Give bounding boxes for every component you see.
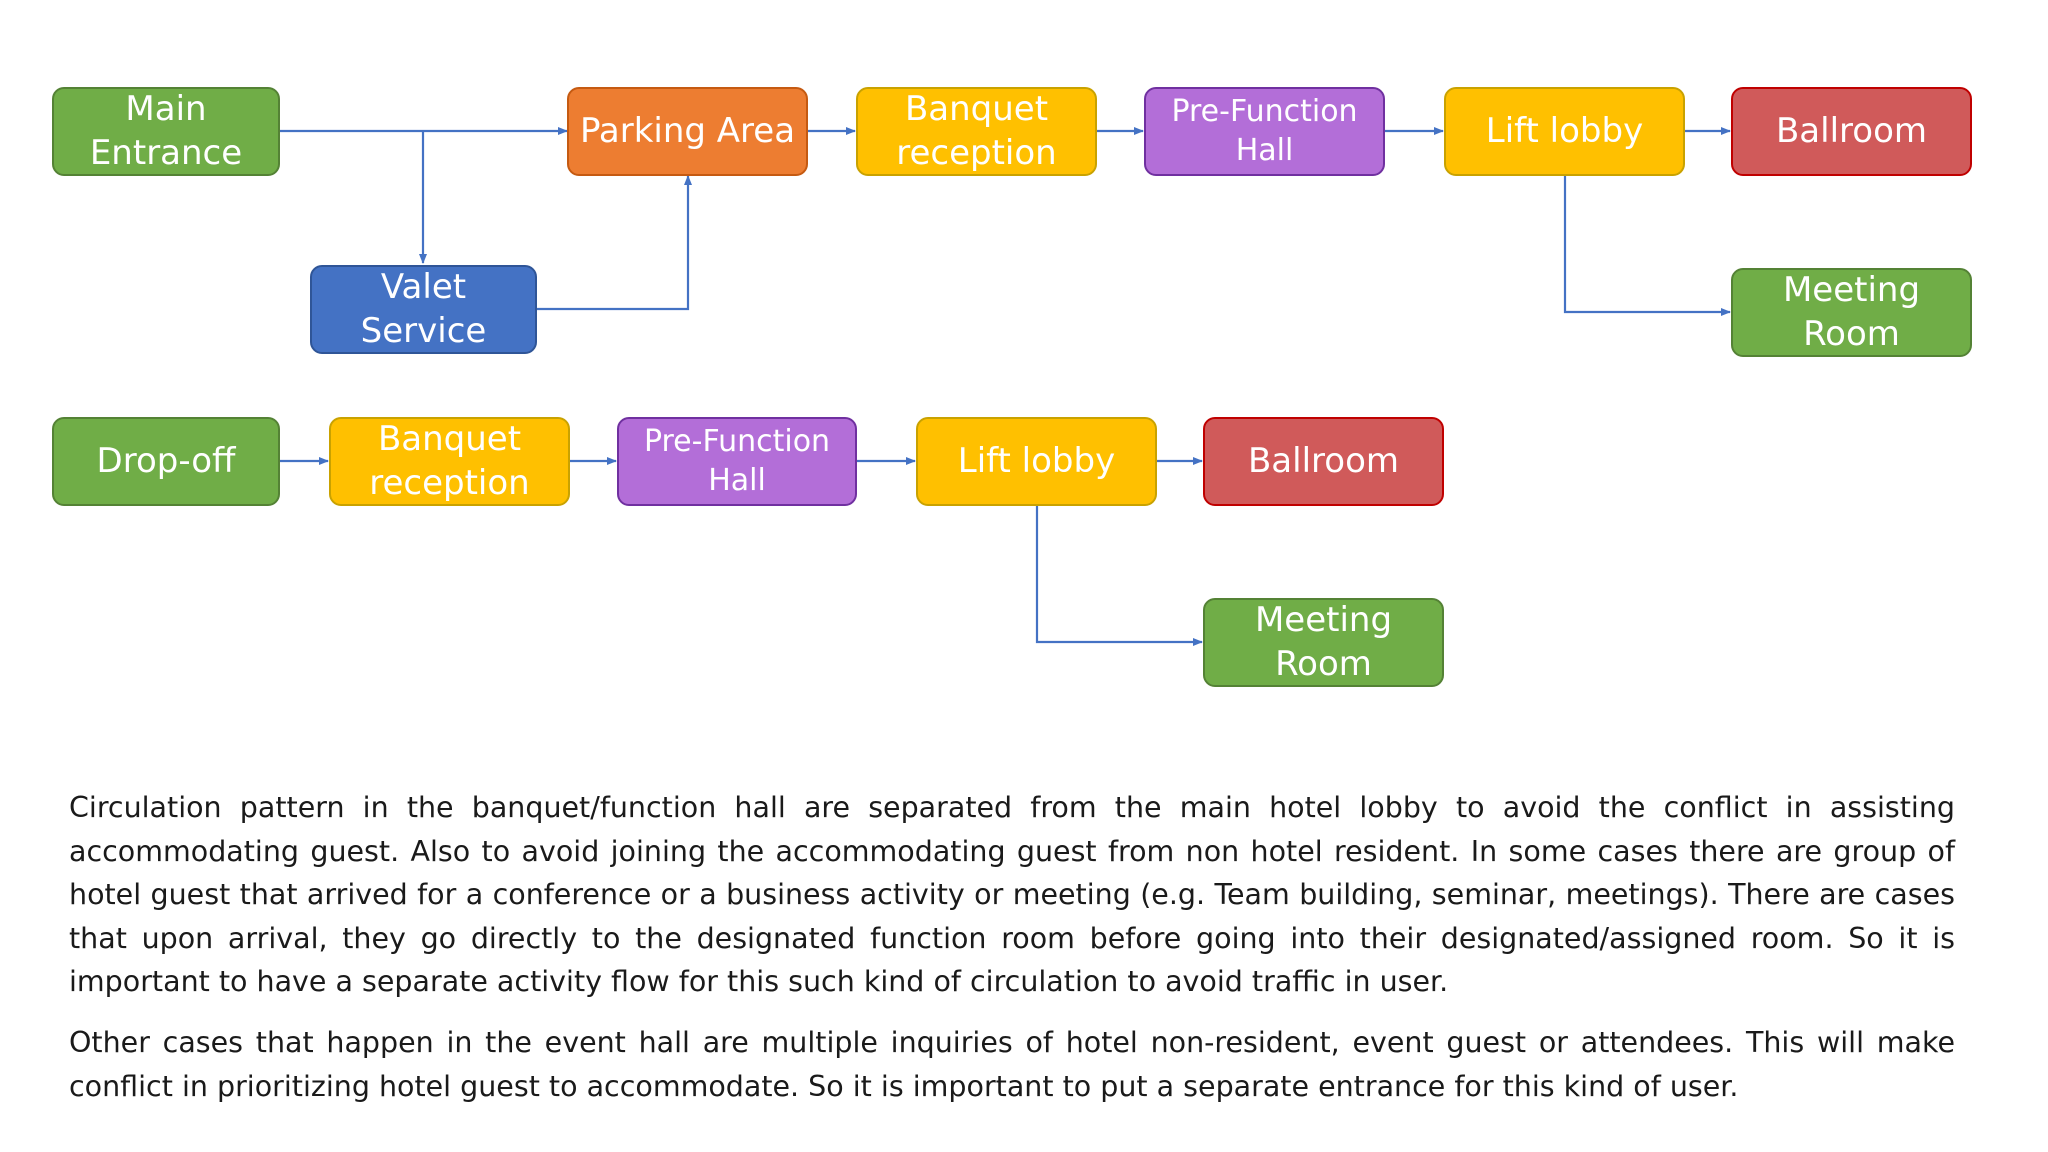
connector-valet-service-to-parking-area	[537, 175, 692, 311]
paragraph-circulation: Circulation pattern in the banquet/funct…	[69, 791, 1955, 999]
node-label: Drop-off	[96, 440, 236, 481]
node-ballroom-2: Ballroom	[1203, 417, 1444, 506]
paragraph-other-cases: Other cases that happen in the event hal…	[69, 1025, 1955, 1103]
node-ballroom: Ballroom	[1731, 87, 1972, 176]
node-label: Pre-Function Hall	[1171, 94, 1358, 168]
node-pre-function-hall: Pre-Function Hall	[1144, 87, 1385, 176]
node-lift-lobby: Lift lobby	[1444, 87, 1685, 176]
node-label: Meeting Room	[1782, 269, 1921, 354]
node-label: Pre-Function Hall	[643, 424, 831, 498]
node-banquet-reception: Banquet reception	[856, 87, 1097, 176]
node-label: Banquet reception	[369, 418, 530, 503]
connector-lift-lobby-to-meeting-room	[1563, 176, 1731, 316]
node-label: Ballroom	[1775, 110, 1927, 151]
node-parking-area: Parking Area	[567, 87, 808, 176]
node-label: Lift lobby	[957, 440, 1116, 481]
node-meeting-room: Meeting Room	[1731, 268, 1972, 357]
description-text: Circulation pattern in the banquet/funct…	[69, 786, 1955, 1125]
node-valet-service: Valet Service	[310, 265, 537, 354]
node-label: Meeting Room	[1254, 599, 1393, 684]
node-label: Parking Area	[579, 110, 796, 151]
node-meeting-room-2: Meeting Room	[1203, 598, 1444, 687]
node-label: Valet Service	[360, 266, 487, 351]
node-label: Ballroom	[1247, 440, 1399, 481]
flow-connectors	[280, 127, 1731, 646]
node-label: Main Entrance	[89, 88, 243, 173]
node-label: Lift lobby	[1485, 110, 1644, 151]
node-pre-function-hall-2: Pre-Function Hall	[617, 417, 857, 506]
connector-lift-lobby-to-meeting-room-2	[1035, 506, 1203, 646]
node-main-entrance: Main Entrance	[52, 87, 280, 176]
node-lift-lobby-2: Lift lobby	[916, 417, 1157, 506]
node-label: Banquet reception	[896, 88, 1057, 173]
node-drop-off: Drop-off	[52, 417, 280, 506]
node-banquet-reception-2: Banquet reception	[329, 417, 570, 506]
